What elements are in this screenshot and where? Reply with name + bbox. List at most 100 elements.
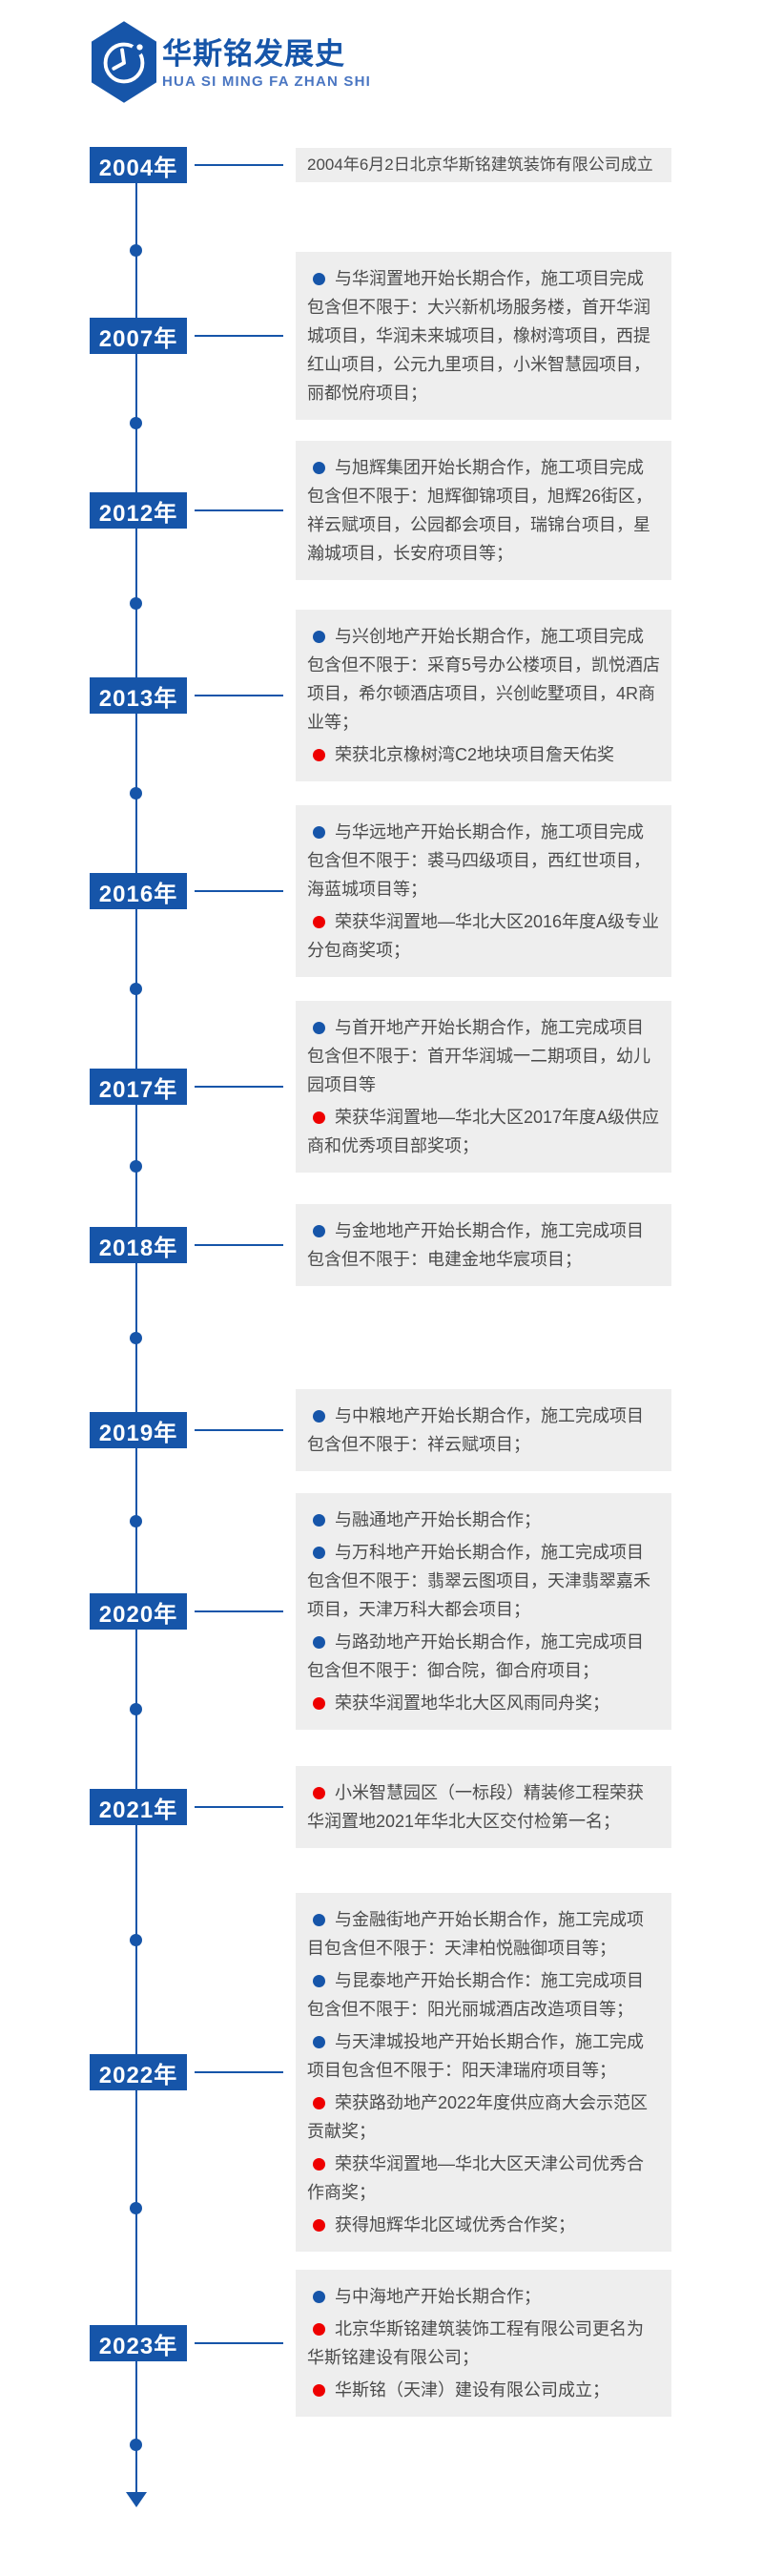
- red-bullet-icon: [313, 1787, 325, 1799]
- entry-item-text: 与天津城投地产开始长期合作，施工完成项目包含但不限于：阳天津瑞府项目等；: [307, 2032, 644, 2080]
- blue-bullet-icon: [313, 1022, 325, 1034]
- red-bullet-icon: [313, 749, 325, 761]
- entry-item: 与中粮地产开始长期合作，施工完成项目包含但不限于：祥云赋项目；: [307, 1402, 660, 1459]
- connector-line: [195, 335, 283, 337]
- entry-item: 荣获路劲地产2022年度供应商大会示范区贡献奖；: [307, 2088, 660, 2146]
- entry-item-text: 与华远地产开始长期合作，施工项目完成包含但不限于：裘马四级项目，西红世项目，海蓝…: [307, 822, 650, 899]
- timeline-entry-2022: 2022年 与金融街地产开始长期合作，施工完成项目包含但不限于：天津柏悦融御项目等…: [90, 1893, 671, 2252]
- red-bullet-icon: [313, 916, 325, 928]
- entry-item-text: 与融通地产开始长期合作；: [335, 1510, 541, 1529]
- entry-item: 与首开地产开始长期合作，施工完成项目包含但不限于：首开华润城一二期项目，幼儿园项…: [307, 1013, 660, 1099]
- entry-item: 荣获华润置地华北大区风雨同舟奖；: [307, 1689, 660, 1717]
- timeline-dot: [130, 1331, 142, 1344]
- timeline-dot: [130, 1514, 142, 1527]
- connector-line: [195, 2342, 283, 2344]
- year-badge: 2004年: [90, 147, 187, 183]
- entry-item: 与天津城投地产开始长期合作，施工完成项目包含但不限于：阳天津瑞府项目等；: [307, 2027, 660, 2085]
- connector-line: [195, 1086, 283, 1088]
- entry-item-text: 获得旭辉华北区域优秀合作奖；: [335, 2215, 575, 2234]
- entry-item: 与华润置地开始长期合作，施工项目完成包含但不限于：大兴新机场服务楼，首开华润城项…: [307, 264, 660, 407]
- year-badge: 2022年: [90, 2054, 187, 2090]
- connector-line: [195, 1429, 283, 1431]
- entry-item-text: 与中粮地产开始长期合作，施工完成项目包含但不限于：祥云赋项目；: [307, 1406, 644, 1454]
- blue-bullet-icon: [313, 1547, 325, 1559]
- entry-item: 与融通地产开始长期合作；: [307, 1506, 660, 1534]
- entry-item-text: 与金融街地产开始长期合作，施工完成项目包含但不限于：天津柏悦融御项目等；: [307, 1910, 644, 1958]
- timeline-dot: [130, 983, 142, 995]
- entry-item: 与华远地产开始长期合作，施工项目完成包含但不限于：裘马四级项目，西红世项目，海蓝…: [307, 818, 660, 904]
- entry-item-text: 与金地地产开始长期合作，施工完成项目包含但不限于：电建金地华宸项目；: [307, 1221, 644, 1269]
- connector-line: [195, 1806, 283, 1808]
- timeline-dot: [130, 1159, 142, 1173]
- red-bullet-icon: [313, 2384, 325, 2397]
- entry-item-text: 与兴创地产开始长期合作，施工项目完成包含但不限于：采育5号办公楼项目，凯悦酒店项…: [307, 627, 661, 732]
- entry-item-text: 华斯铭（天津）建设有限公司成立；: [335, 2380, 609, 2399]
- entry-content: 与融通地产开始长期合作；与万科地产开始长期合作，施工完成项目包含但不限于：翡翠云…: [296, 1493, 671, 1730]
- entry-item-text: 荣获华润置地—华北大区天津公司优秀合作商奖；: [307, 2154, 644, 2202]
- timeline-entry-2004: 2004年 2004年6月2日北京华斯铭建筑装饰有限公司成立: [90, 147, 671, 183]
- blue-bullet-icon: [313, 1975, 325, 1987]
- entry-content: 与金融街地产开始长期合作，施工完成项目包含但不限于：天津柏悦融御项目等；与昆泰地…: [296, 1893, 671, 2252]
- timeline: 2004年 2004年6月2日北京华斯铭建筑装饰有限公司成立 2007年 与华润置地开…: [0, 147, 763, 2507]
- entry-content: 2004年6月2日北京华斯铭建筑装饰有限公司成立: [296, 148, 671, 182]
- entry-item-text: 北京华斯铭建筑装饰工程有限公司更名为华斯铭建设有限公司；: [307, 2319, 644, 2367]
- entry-item-text: 荣获北京橡树湾C2地块项目詹天佑奖: [335, 745, 615, 764]
- entry-item: 与中海地产开始长期合作；: [307, 2282, 660, 2311]
- timeline-dot: [130, 596, 142, 610]
- timeline-dot: [130, 244, 142, 257]
- entry-item: 2004年6月2日北京华斯铭建筑装饰有限公司成立: [307, 151, 660, 179]
- timeline-arrow-icon: [126, 2492, 147, 2507]
- connector-line: [195, 164, 283, 166]
- year-badge: 2020年: [90, 1593, 187, 1630]
- year-badge: 2019年: [90, 1412, 187, 1448]
- year-badge: 2018年: [90, 1227, 187, 1263]
- entry-item-text: 与路劲地产开始长期合作，施工完成项目包含但不限于：御合院，御合府项目；: [307, 1632, 644, 1680]
- entry-item: 与金地地产开始长期合作，施工完成项目包含但不限于：电建金地华宸项目；: [307, 1216, 660, 1274]
- year-badge: 2023年: [90, 2325, 187, 2361]
- page-title: 华斯铭发展史: [162, 37, 345, 71]
- entry-item-text: 与旭辉集团开始长期合作，施工项目完成包含但不限于：旭辉御锦项目，旭辉26街区，祥…: [307, 458, 653, 563]
- red-bullet-icon: [313, 1697, 325, 1710]
- blue-bullet-icon: [313, 1410, 325, 1423]
- red-bullet-icon: [313, 2219, 325, 2232]
- entry-content: 与金地地产开始长期合作，施工完成项目包含但不限于：电建金地华宸项目；: [296, 1204, 671, 1286]
- entry-content: 与兴创地产开始长期合作，施工项目完成包含但不限于：采育5号办公楼项目，凯悦酒店项…: [296, 610, 671, 781]
- blue-bullet-icon: [313, 1514, 325, 1527]
- entry-item-text: 小米智慧园区（一标段）精装修工程荣获华润置地2021年华北大区交付检第一名；: [307, 1783, 644, 1831]
- connector-line: [195, 2071, 283, 2073]
- timeline-entry-2021: 2021年小米智慧园区（一标段）精装修工程荣获华润置地2021年华北大区交付检第…: [90, 1766, 671, 1848]
- timeline-entry-2023: 2023年 与中海地产开始长期合作； 北京华斯铭建筑装饰工程有限公司更名为华斯铭建设…: [90, 2270, 671, 2417]
- timeline-dot: [130, 2201, 142, 2214]
- blue-bullet-icon: [313, 631, 325, 643]
- entry-item-text: 荣获华润置地—华北大区2017年度A级供应商和优秀项目部奖项；: [307, 1108, 660, 1155]
- entry-item: 与金融街地产开始长期合作，施工完成项目包含但不限于：天津柏悦融御项目等；: [307, 1905, 660, 1963]
- entry-item: 与路劲地产开始长期合作，施工完成项目包含但不限于：御合院，御合府项目；: [307, 1628, 660, 1685]
- entry-item: 获得旭辉华北区域优秀合作奖；: [307, 2211, 660, 2239]
- entry-item: 荣获华润置地—华北大区2017年度A级供应商和优秀项目部奖项；: [307, 1103, 660, 1160]
- blue-bullet-icon: [313, 1225, 325, 1237]
- timeline-dot: [130, 1703, 142, 1715]
- blue-bullet-icon: [313, 1914, 325, 1926]
- entry-item: 华斯铭（天津）建设有限公司成立；: [307, 2376, 660, 2404]
- year-badge: 2012年: [90, 492, 187, 529]
- timeline-dot: [130, 2439, 142, 2451]
- year-badge: 2016年: [90, 873, 187, 909]
- year-badge: 2007年: [90, 318, 187, 354]
- entry-item-text: 2004年6月2日北京华斯铭建筑装饰有限公司成立: [307, 156, 653, 174]
- year-badge: 2013年: [90, 677, 187, 714]
- red-bullet-icon: [313, 2323, 325, 2336]
- blue-bullet-icon: [313, 462, 325, 474]
- entry-item-text: 荣获路劲地产2022年度供应商大会示范区贡献奖；: [307, 2093, 649, 2141]
- timeline-entry-2007: 2007年 与华润置地开始长期合作，施工项目完成包含但不限于：大兴新机场服务楼，首…: [90, 252, 671, 420]
- red-bullet-icon: [313, 2097, 325, 2109]
- entry-item: 荣获华润置地—华北大区2016年度A级专业分包商奖项；: [307, 907, 660, 965]
- entry-item-text: 与华润置地开始长期合作，施工项目完成包含但不限于：大兴新机场服务楼，首开华润城项…: [307, 269, 650, 403]
- entry-item: 与兴创地产开始长期合作，施工项目完成包含但不限于：采育5号办公楼项目，凯悦酒店项…: [307, 622, 660, 737]
- entry-content: 与中海地产开始长期合作； 北京华斯铭建筑装饰工程有限公司更名为华斯铭建设有限公司；…: [296, 2270, 671, 2417]
- timeline-dot: [130, 1933, 142, 1946]
- timeline-dot: [130, 417, 142, 429]
- entry-item: 小米智慧园区（一标段）精装修工程荣获华润置地2021年华北大区交付检第一名；: [307, 1778, 660, 1836]
- timeline-entry-2016: 2016年 与华远地产开始长期合作，施工项目完成包含但不限于：裘马四级项目，西红世…: [90, 805, 671, 977]
- connector-line: [195, 695, 283, 696]
